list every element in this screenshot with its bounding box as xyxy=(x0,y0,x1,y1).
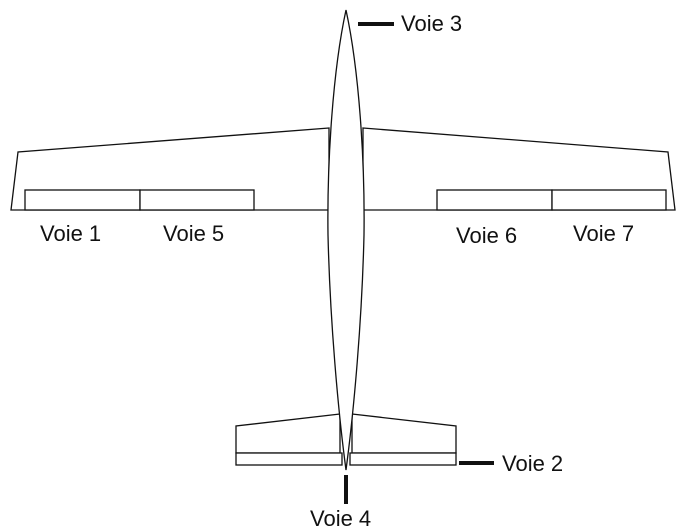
voie-6-label: Voie 6 xyxy=(456,223,517,248)
voie-1-label: Voie 1 xyxy=(40,221,101,246)
leader-lines xyxy=(344,22,494,504)
stabilizer-right xyxy=(351,413,457,454)
flap-left xyxy=(139,189,255,211)
aileron-left xyxy=(24,189,141,211)
voie-7-label: Voie 7 xyxy=(573,221,634,246)
voie-4-label: Voie 4 xyxy=(310,506,371,531)
flap-right xyxy=(436,189,553,211)
elevator-left xyxy=(235,452,343,466)
voie-5-label: Voie 5 xyxy=(163,221,224,246)
voie-2-label: Voie 2 xyxy=(502,451,563,476)
elevator-right xyxy=(349,452,457,466)
aileron-right xyxy=(551,189,667,211)
stabilizer-left xyxy=(235,413,341,454)
tailplane xyxy=(235,413,457,466)
voie-3-label: Voie 3 xyxy=(401,11,462,36)
wing-surfaces xyxy=(24,189,667,211)
fuselage xyxy=(327,9,365,471)
